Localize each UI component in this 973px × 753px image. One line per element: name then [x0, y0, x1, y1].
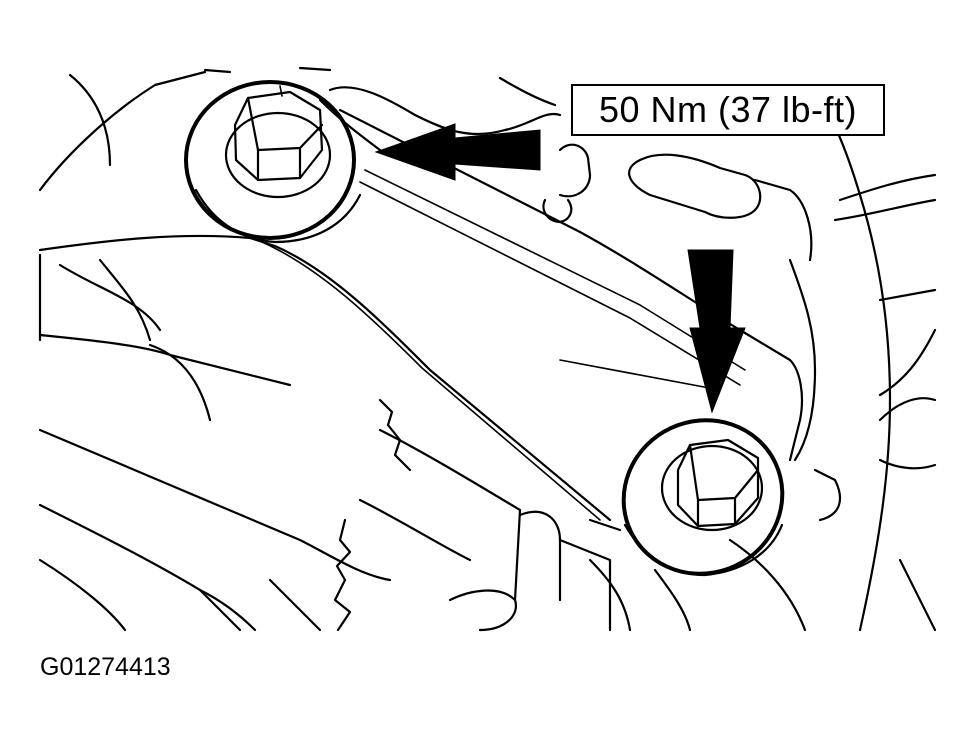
background-components	[38, 66, 937, 632]
pointer-arrows	[374, 123, 746, 414]
torque-callout: 50 Nm (37 lb-ft)	[571, 84, 885, 136]
left-arrow-upper-bolt	[374, 123, 541, 181]
figure-id-label: G01274413	[40, 653, 171, 681]
upper-bolt	[184, 80, 362, 244]
lower-bolt	[621, 418, 785, 577]
torque-spec-label: 50 Nm (37 lb-ft)	[598, 89, 858, 130]
down-arrow-lower-bolt	[687, 249, 746, 414]
